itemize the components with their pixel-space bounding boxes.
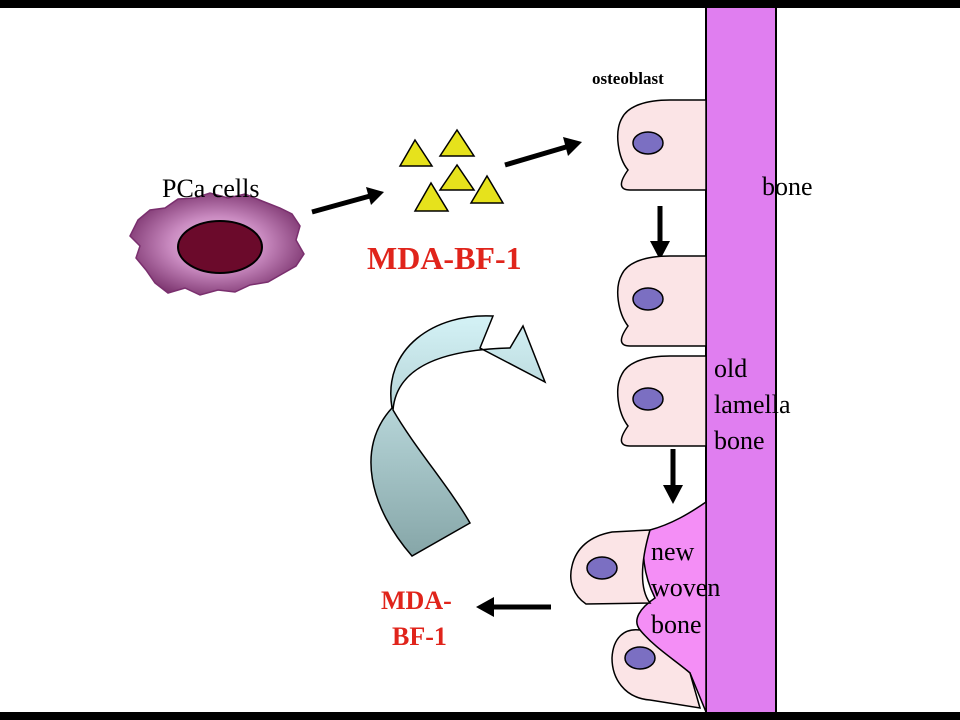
pca-cell: [129, 192, 305, 296]
arrows: [311, 137, 683, 617]
arrow-down-1: [650, 206, 670, 260]
osteoblast-cell-3: [616, 355, 707, 447]
new-woven-bone-label-3: bone: [651, 610, 702, 639]
mda-bf1-label-bottom-1: MDA-: [381, 586, 452, 615]
bone-label: bone: [762, 172, 813, 201]
arrow-factor-to-osteoblast: [504, 137, 582, 168]
mda-bf1-label-top: MDA-BF-1: [367, 240, 522, 276]
old-lamella-bone-label-3: bone: [714, 426, 765, 455]
osteoblast-cell-2: [616, 255, 707, 347]
osteoblast-cell-1: [616, 99, 707, 191]
old-lamella-bone-label-1: old: [714, 354, 748, 383]
diagram-canvas: [129, 8, 777, 712]
new-woven-bone-label-1: new: [651, 537, 695, 566]
mda-bf1-triangles: [398, 128, 505, 212]
pca-cells-label: PCa cells: [162, 174, 260, 203]
arrow-pca-to-factor: [311, 187, 384, 215]
arrow-left: [476, 597, 551, 617]
new-woven-bone-label-2: woven: [651, 573, 721, 602]
curved-feedback-arrow: [370, 315, 547, 557]
osteoblast-cell-4: [570, 529, 652, 605]
osteoblast-cell-5: [611, 629, 702, 709]
slide: PCa cells MDA-BF-1 osteoblast bone old l…: [0, 8, 960, 712]
mda-bf1-label-bottom-2: BF-1: [392, 622, 447, 651]
old-lamella-bone-label-2: lamella: [714, 390, 791, 419]
arrow-down-2: [663, 449, 683, 504]
osteoblast-label: osteoblast: [592, 69, 664, 88]
